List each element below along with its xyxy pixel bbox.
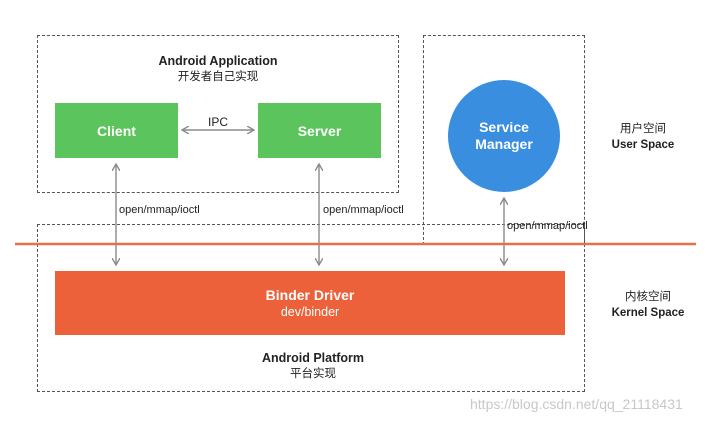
service-manager-syscall-label: open/mmap/ioctl [507,220,588,232]
android-platform-box [37,224,585,392]
watermark: https://blog.csdn.net/qq_21118431 [470,396,683,412]
user-space-label: 用户空间 User Space [598,121,688,153]
kernel-space-cn: 内核空间 [625,291,671,303]
service-manager-line1: Service [479,119,529,135]
service-manager-circle: Service Manager [448,80,560,192]
kernel-space-en: Kernel Space [611,307,685,319]
server-label: Server [297,122,342,139]
android-application-box [37,35,399,193]
user-space-en: User Space [611,139,675,151]
user-space-cn: 用户空间 [620,123,666,135]
android-application-title: Android Application [158,54,278,68]
client-box: Client [55,103,178,158]
server-syscall-label: open/mmap/ioctl [323,204,404,216]
client-label: Client [97,122,136,139]
service-manager-line2: Manager [475,136,533,152]
client-syscall-label: open/mmap/ioctl [119,204,200,216]
android-platform-subtitle: 平台实现 [290,368,336,380]
binder-driver-bar: Binder Driver dev/binder [55,271,565,335]
binder-driver-path: dev/binder [280,305,340,319]
android-platform-title: Android Platform [261,351,365,365]
ipc-label: IPC [207,115,228,129]
binder-driver-title: Binder Driver [265,287,355,303]
android-application-subtitle: 开发者自己实现 [177,71,259,83]
server-box: Server [258,103,381,158]
kernel-space-label: 内核空间 Kernel Space [600,289,696,321]
